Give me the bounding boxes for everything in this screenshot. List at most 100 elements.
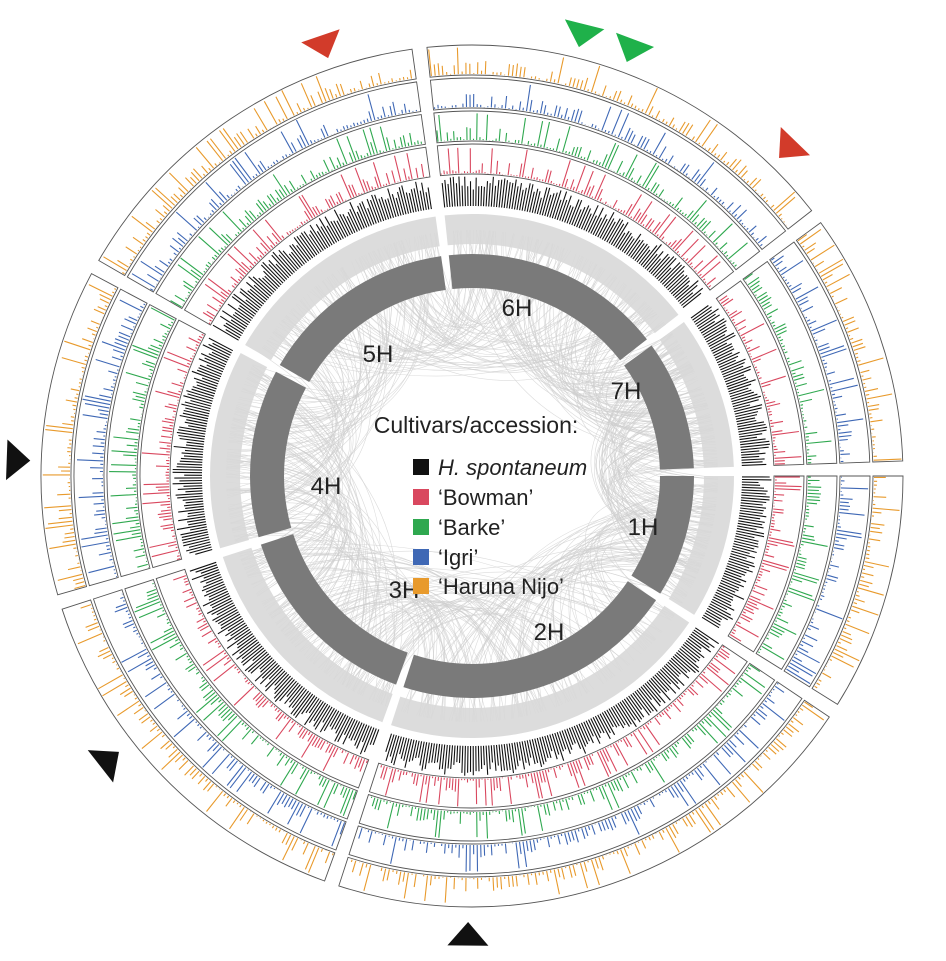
legend-title: Cultivars/accession:	[374, 412, 579, 438]
track-bars-1H	[814, 476, 900, 689]
track-bars-5H	[202, 153, 427, 325]
chromosome-label-7H: 7H	[611, 378, 642, 405]
synteny-band-2H	[391, 605, 690, 738]
track-bars-5H	[103, 69, 413, 275]
legend-label-bowman: ‘Bowman’	[438, 485, 533, 510]
track-bars-6H	[440, 147, 721, 288]
chromosome-label-5H: 5H	[363, 341, 394, 368]
legend-swatch-bowman	[413, 489, 429, 505]
marker-green-arrow	[616, 32, 655, 62]
track-frame	[368, 644, 748, 809]
track-frame	[73, 288, 148, 587]
track-frame	[769, 241, 871, 464]
legend-label-barke: ‘Barke’	[438, 515, 505, 540]
track-frame	[40, 273, 119, 596]
track-frame	[139, 319, 206, 569]
track-bars-2H	[350, 701, 825, 903]
synteny-band-6H	[444, 214, 679, 334]
chromosome-label-6H: 6H	[502, 295, 533, 322]
chromosome-segment-6H	[448, 253, 647, 361]
track-frame	[433, 110, 761, 271]
track-bars-6H	[428, 47, 796, 226]
chromosome-label-4H: 4H	[311, 473, 342, 500]
track-bars-7H	[717, 295, 802, 465]
chromosome-label-2H: 2H	[534, 619, 565, 646]
track-bars-4H	[172, 337, 234, 555]
track-frame	[755, 475, 838, 671]
track-bars-7H	[797, 228, 902, 461]
marker-black-arrow	[447, 921, 489, 946]
track-bars-6H	[441, 176, 704, 309]
track-bars-3H	[114, 593, 346, 847]
track-bars-1H	[701, 476, 772, 629]
chromosome-segment-5H	[279, 256, 446, 382]
legend-label-igri: ‘Igri’	[438, 545, 478, 570]
track-bars-5H	[170, 126, 423, 308]
chromosome-segment-7H	[624, 345, 694, 470]
track-frame	[742, 260, 838, 465]
marker-green-arrow	[564, 19, 605, 48]
track-bars-2H	[380, 645, 736, 807]
synteny-band-7H	[659, 322, 734, 468]
marker-black-arrow	[87, 750, 119, 783]
track-bars-1H	[729, 476, 802, 642]
track-bars-4H	[76, 299, 146, 578]
track-frame	[715, 280, 805, 466]
track-frame	[783, 475, 871, 688]
chromosome-segment-1H	[631, 476, 694, 594]
legend-label-spontaneum: H. spontaneum	[438, 455, 587, 480]
track-bars-3H	[189, 561, 380, 755]
legend-swatch-spontaneum	[413, 459, 429, 475]
chromosome-ring	[250, 253, 694, 698]
track-frame	[429, 77, 787, 251]
synteny-background-ring	[210, 214, 734, 738]
track-frame	[155, 568, 370, 789]
track-frame	[338, 699, 830, 908]
legend-swatch-barke	[413, 519, 429, 535]
track-frame	[727, 475, 805, 653]
track-bars-3H	[77, 604, 334, 873]
chromosome-segment-3H	[260, 534, 408, 685]
track-bars-2H	[358, 682, 785, 872]
track-frame	[124, 578, 358, 820]
track-frame	[795, 222, 904, 463]
track-frame	[426, 44, 813, 230]
track-frame	[61, 599, 336, 882]
track-bars-4H	[42, 284, 117, 590]
track-frame	[358, 662, 776, 842]
marker-black-arrow	[6, 439, 31, 481]
track-bars-5H	[212, 181, 432, 341]
synteny-link	[456, 230, 718, 455]
track-frame	[126, 81, 422, 293]
legend-swatch-igri	[413, 549, 429, 565]
track-frame	[155, 114, 426, 310]
track-bars-7H	[690, 305, 770, 466]
track-bars-3H	[134, 582, 357, 816]
track-bars-3H	[173, 572, 368, 772]
synteny-band-4H	[210, 352, 268, 549]
track-bars-1H	[758, 476, 828, 660]
marker-red-arrow	[301, 29, 340, 59]
track-bars-7H	[770, 255, 864, 463]
track-bars-2H	[385, 627, 720, 776]
track-bars-4H	[109, 307, 175, 569]
track-bars-7H	[744, 273, 832, 464]
track-frame	[183, 146, 431, 326]
chromosome-label-1H: 1H	[628, 514, 659, 541]
synteny-band-1H	[668, 476, 734, 615]
legend-label-haruna-nijo: ‘Haruna Nijo’	[438, 574, 564, 599]
track-bars-6H	[433, 84, 767, 247]
track-frame	[348, 681, 803, 875]
track-bars-2H	[370, 664, 766, 839]
cultivar-tracks	[40, 44, 904, 908]
chromosome-segment-2H	[403, 581, 657, 698]
synteny-band-5H	[245, 216, 440, 360]
synteny-link	[313, 565, 676, 665]
chromosome-segment-4H	[250, 371, 307, 538]
track-frame	[98, 48, 417, 277]
track-bars-5H	[131, 94, 418, 291]
track-bars-4H	[141, 333, 204, 561]
synteny-link	[242, 387, 398, 704]
